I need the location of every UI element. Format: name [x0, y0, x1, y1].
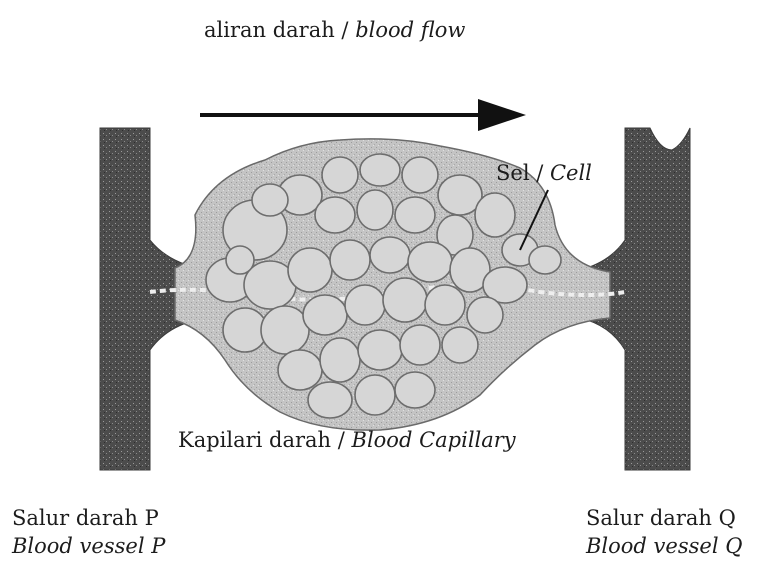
cell-16	[288, 248, 332, 292]
cell-23	[261, 306, 309, 354]
cell-19	[408, 242, 452, 282]
cell-34	[308, 382, 352, 418]
blood-flow-label-main: aliran darah /	[204, 18, 355, 42]
cell-17	[330, 240, 370, 280]
cell-8	[315, 197, 355, 233]
cell-25	[345, 285, 385, 325]
cell-24	[303, 295, 347, 335]
cell-38	[226, 246, 254, 274]
flow-arrow-head	[478, 99, 526, 131]
cell-label: Sel / Cell	[496, 163, 592, 184]
cell-33	[442, 327, 478, 363]
blood-vessel-p-label-line2: Blood vessel P	[12, 536, 165, 557]
cell-35	[355, 375, 395, 415]
blood-vessel-q-label-line1: Salur darah Q	[586, 508, 736, 529]
cell-7	[475, 193, 515, 237]
cell-30	[320, 338, 360, 382]
cell-13	[529, 246, 561, 274]
cell-37	[252, 184, 288, 216]
cell-4	[360, 154, 400, 186]
cell-32	[400, 325, 440, 365]
cell-10	[395, 197, 435, 233]
cell-26	[383, 278, 427, 322]
cell-27	[425, 285, 465, 325]
blood-flow-label: aliran darah / blood flow	[204, 20, 465, 41]
cell-28	[467, 297, 503, 333]
cell-36	[395, 372, 435, 408]
cell-31	[358, 330, 402, 370]
cell-9	[357, 190, 393, 230]
blood-capillary-label-italic: Blood Capillary	[352, 428, 516, 452]
blood-vessel-q-label-line2: Blood vessel Q	[586, 536, 742, 557]
cell-label-italic: Cell	[550, 161, 592, 185]
cell-29	[278, 350, 322, 390]
cell-5	[402, 157, 438, 193]
blood-capillary-label: Kapilari darah / Blood Capillary	[178, 430, 516, 451]
blood-capillary-label-main: Kapilari darah /	[178, 428, 352, 452]
blood-flow-label-italic: blood flow	[355, 18, 465, 42]
cell-18	[370, 237, 410, 273]
cell-label-main: Sel /	[496, 161, 550, 185]
blood-vessel-p-label-line1: Salur darah P	[12, 508, 159, 529]
cell-3	[322, 157, 358, 193]
